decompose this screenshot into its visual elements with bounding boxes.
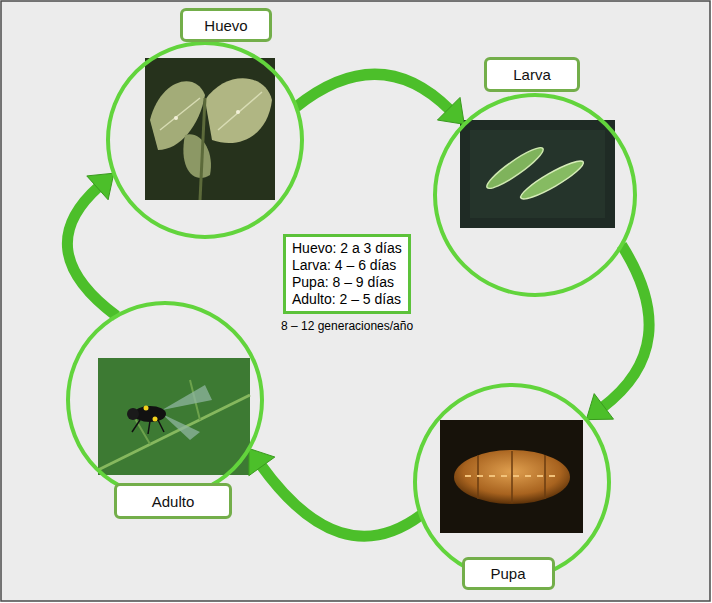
duration-line: Larva: 4 – 6 días <box>292 257 402 274</box>
stage-label-box: Huevo <box>180 8 272 42</box>
cycle-arrow <box>586 245 649 420</box>
stage-circle: Larva <box>431 91 639 299</box>
fly-leg <box>132 420 164 434</box>
cycle-arrow-shaft <box>296 74 450 110</box>
stage-label-box: Larva <box>484 57 580 92</box>
circle-outline <box>431 91 639 299</box>
info-box: Huevo: 2 a 3 díasLarva: 4 – 6 díasPupa: … <box>283 234 411 314</box>
adult-photo <box>98 358 250 475</box>
cycle-arrow <box>249 449 421 537</box>
stage-label: Huevo <box>204 17 247 34</box>
cycle-arrow <box>67 173 116 316</box>
stage-label: Larva <box>513 66 551 83</box>
generations-note: 8 – 12 generaciones/año <box>281 319 413 333</box>
photo-ground <box>440 420 583 533</box>
circle-outline <box>108 43 302 237</box>
circle-outline <box>415 385 609 579</box>
photo-ground <box>145 58 275 200</box>
cycle-arrow-shaft <box>602 245 649 408</box>
arrow-head <box>249 449 275 476</box>
photo-ground <box>460 120 615 228</box>
photo-texture <box>470 130 605 218</box>
pupa-photo <box>440 420 583 533</box>
cycle-arrow-shaft <box>67 187 116 316</box>
arrow-head <box>437 97 464 124</box>
cycle-arrow-shaft <box>261 465 421 536</box>
arrow-head <box>87 173 114 200</box>
circle-outline <box>104 39 306 241</box>
fly-spot <box>144 406 149 411</box>
stage-label-box: Pupa <box>462 557 555 590</box>
circle-outline <box>68 303 262 497</box>
pupa-highlight <box>465 475 560 477</box>
fly-spot <box>153 417 158 422</box>
stage-label-box: Adulto <box>114 483 232 519</box>
fly-wing <box>162 414 200 440</box>
stage-circle: Huevo <box>104 39 306 241</box>
stage-circle: Adulto <box>64 299 266 501</box>
larva-photo <box>460 120 615 228</box>
stage-circle: Pupa <box>411 381 613 583</box>
egg-photo <box>145 58 275 200</box>
duration-line: Huevo: 2 a 3 días <box>292 240 402 257</box>
arrow-head <box>586 394 613 420</box>
duration-line: Adulto: 2 – 5 días <box>292 291 402 308</box>
leaf-vein <box>160 92 262 130</box>
fly-wing <box>162 385 212 410</box>
stage-label: Adulto <box>152 493 195 510</box>
leaf-vein <box>130 380 200 444</box>
cycle-arrow <box>296 74 464 124</box>
stage-label: Pupa <box>490 565 525 582</box>
fly-head <box>127 408 139 420</box>
pupa-segment <box>478 451 545 503</box>
larva <box>517 156 586 204</box>
pupa <box>454 450 570 504</box>
stem <box>200 98 205 200</box>
leaf <box>183 134 211 178</box>
photo-ground <box>98 358 250 475</box>
egg-dot <box>236 110 240 114</box>
circle-outline <box>64 299 266 501</box>
egg-dot <box>174 116 178 120</box>
duration-line: Pupa: 8 – 9 días <box>292 274 402 291</box>
circle-outline <box>435 95 635 295</box>
leaf <box>205 78 272 143</box>
circle-outline <box>411 381 613 583</box>
